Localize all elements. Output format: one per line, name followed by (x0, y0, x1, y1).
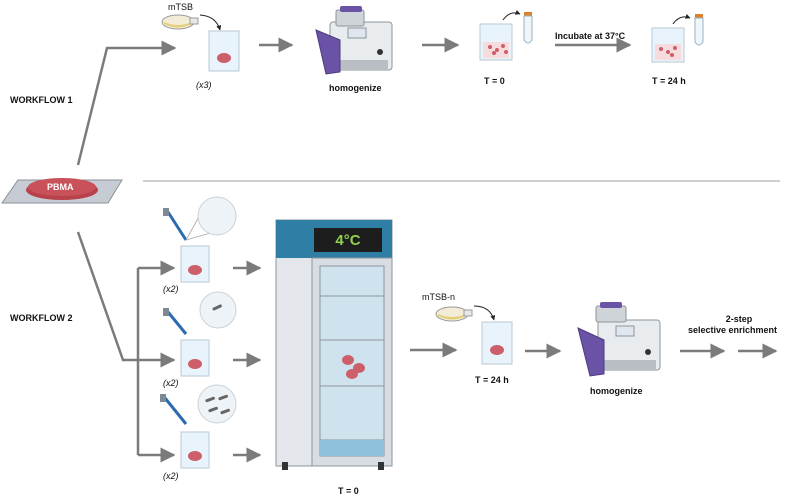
pour-arrow (199, 14, 222, 31)
sample-bag-icon (651, 27, 685, 63)
zoom-circle-icon (197, 384, 237, 424)
workflow2-replicates-label-2: (x2) (163, 378, 179, 388)
pbma-label: PBMA (47, 182, 74, 192)
zoom-circle-icon (199, 291, 237, 329)
zoom-circle-icon (185, 196, 237, 241)
pbma-meat-icon (1, 178, 123, 204)
workflow1-incubate-label: Incubate at 37°C (555, 31, 626, 41)
workflow2-replicates-label-1: (x2) (163, 284, 179, 294)
workflow1-title: WORKFLOW 1 (10, 95, 73, 105)
workflow2-replicates-label-3: (x2) (163, 471, 179, 481)
pipette-icon (163, 208, 188, 241)
fridge-temperature-display: 4°C (335, 232, 360, 249)
workflow1-t24-label: T = 24 h (652, 76, 686, 86)
pipette-icon (160, 394, 188, 425)
sample-bag-icon (479, 23, 513, 61)
stomacher-bag-icon (208, 30, 240, 72)
workflow1-replicates-label: (x3) (196, 80, 212, 90)
stomacher-bag-icon (180, 431, 210, 469)
sample-tube-icon (523, 12, 533, 44)
workflow2-title: WORKFLOW 2 (10, 313, 73, 323)
enrichment-label-line1: 2-step (725, 314, 753, 324)
stomacher-bag-icon (180, 245, 210, 283)
pipette-icon (163, 308, 188, 335)
workflow1-branch-line (76, 40, 177, 166)
stomacher-bag-icon (481, 321, 513, 365)
workflow2-homogenize-label: homogenize (590, 386, 643, 396)
workflow2-medium-label: mTSB-n (422, 292, 456, 302)
workflow1-homogenize-label: homogenize (329, 83, 382, 93)
refrigerator-icon (275, 219, 393, 470)
workflow1-medium-label: mTSB (168, 2, 194, 12)
workflow2-t0-label: T = 0 (338, 486, 359, 496)
homogenizer-icon (315, 6, 393, 75)
workflow1-t0-label: T = 0 (484, 76, 505, 86)
workflow2-branch-line (76, 231, 125, 362)
flask-icon (161, 14, 199, 30)
homogenizer-icon (577, 302, 661, 377)
flask-icon (435, 306, 473, 322)
sample-tube-icon (694, 14, 704, 46)
stomacher-bag-icon (180, 339, 210, 377)
enrichment-label-line2: selective enrichment (688, 325, 778, 335)
pour-arrow (473, 305, 496, 321)
workflow2-t24-label: T = 24 h (475, 375, 509, 385)
